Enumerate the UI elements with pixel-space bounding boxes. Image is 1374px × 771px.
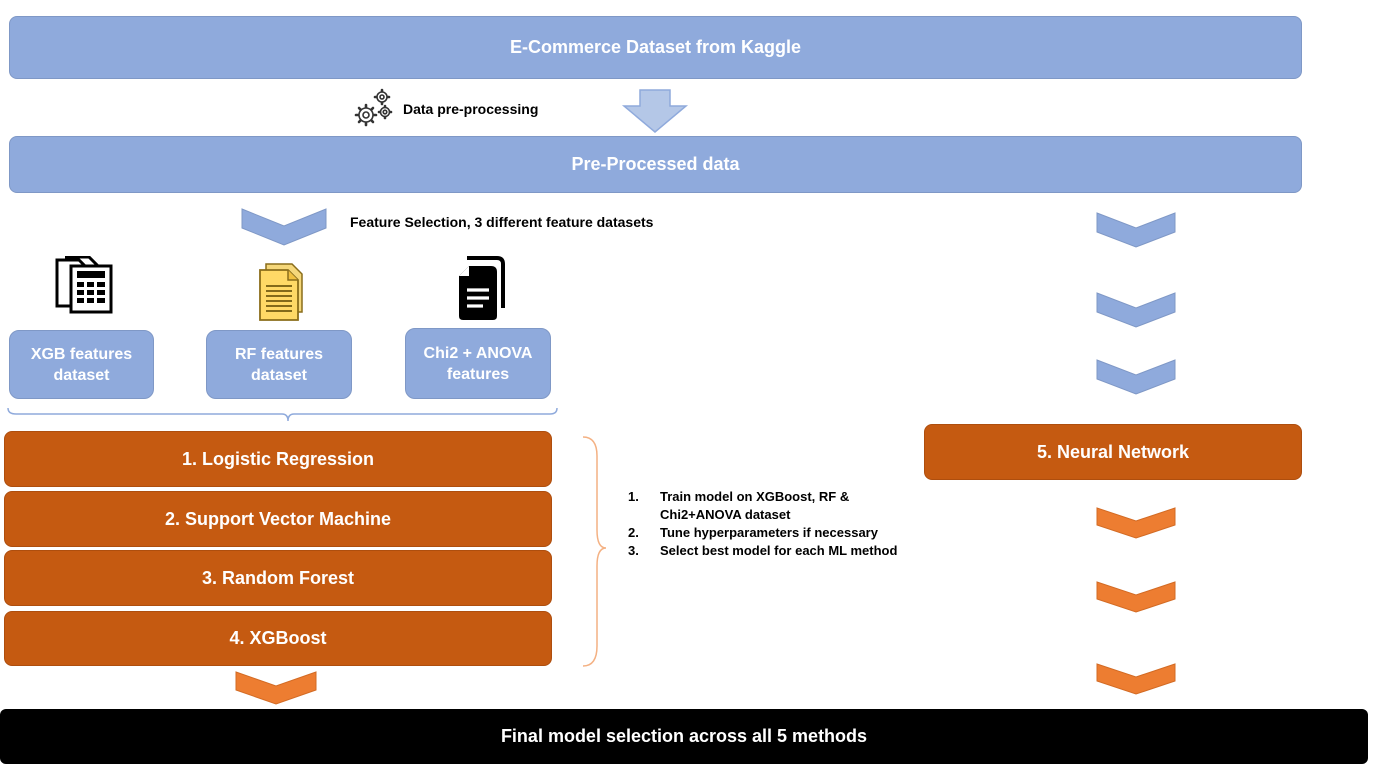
dataset-source-box: E-Commerce Dataset from Kaggle <box>9 16 1302 79</box>
model-label: 1. Logistic Regression <box>181 448 375 469</box>
model-label: 4. XGBoost <box>229 628 327 648</box>
rf-dataset-label: RF features dataset <box>234 345 324 384</box>
down-arrow <box>621 89 689 133</box>
model-svm: 2. Support Vector Machine <box>4 491 552 547</box>
step-text: Select best model for each ML method <box>660 543 898 558</box>
chevron-arrow <box>1096 212 1176 248</box>
preprocessing-label: Data pre-processing <box>403 101 539 117</box>
preprocessed-data-label: Pre-Processed data <box>571 154 740 174</box>
dataset-source-label: E-Commerce Dataset from Kaggle <box>509 37 802 57</box>
chevron-arrow <box>1096 581 1176 613</box>
step-text: Tune hyperparameters if necessary <box>660 525 878 540</box>
document-icon <box>259 263 303 321</box>
process-steps-list: 1. Train model on XGBoost, RF & Chi2+ANO… <box>628 488 898 560</box>
dataset-bracket <box>7 407 558 422</box>
chevron-arrow <box>235 671 317 705</box>
model-xgboost: 4. XGBoost <box>4 611 552 666</box>
chi2-anova-dataset-box: Chi2 + ANOVA features <box>405 328 551 399</box>
list-item: 2. Tune hyperparameters if necessary <box>628 524 898 542</box>
model-label: 2. Support Vector Machine <box>164 508 392 529</box>
models-brace <box>582 436 607 667</box>
chevron-arrow <box>1096 663 1176 695</box>
model-logistic-regression: 1. Logistic Regression <box>4 431 552 487</box>
step-text: Train model on XGBoost, RF & Chi2+ANOVA … <box>660 489 850 522</box>
step-number: 3. <box>628 543 639 558</box>
gears-icon <box>354 88 393 127</box>
spreadsheet-icon <box>55 256 113 314</box>
rf-dataset-box: RF features dataset <box>206 330 352 399</box>
model-random-forest: 3. Random Forest <box>4 550 552 606</box>
chevron-arrow <box>1096 292 1176 328</box>
chevron-arrow <box>1096 359 1176 395</box>
feature-selection-label: Feature Selection, 3 different feature d… <box>350 214 654 230</box>
model-neural-network: 5. Neural Network <box>924 424 1302 480</box>
chevron-arrow <box>241 208 327 246</box>
step-number: 2. <box>628 525 639 540</box>
list-item: 3. Select best model for each ML method <box>628 542 898 560</box>
xgb-dataset-box: XGB features dataset <box>9 330 154 399</box>
file-icon <box>459 256 505 320</box>
chevron-arrow <box>1096 507 1176 539</box>
list-item: 1. Train model on XGBoost, RF & Chi2+ANO… <box>628 488 898 524</box>
chi2-anova-dataset-label: Chi2 + ANOVA features <box>423 344 533 383</box>
model-label: 5. Neural Network <box>1036 441 1190 462</box>
model-label: 3. Random Forest <box>201 567 355 588</box>
step-number: 1. <box>628 489 639 504</box>
preprocessed-data-box: Pre-Processed data <box>9 136 1302 193</box>
xgb-dataset-label: XGB features dataset <box>30 345 133 384</box>
final-selection-box: Final model selection across all 5 metho… <box>0 709 1368 764</box>
final-selection-label: Final model selection across all 5 metho… <box>500 726 868 746</box>
